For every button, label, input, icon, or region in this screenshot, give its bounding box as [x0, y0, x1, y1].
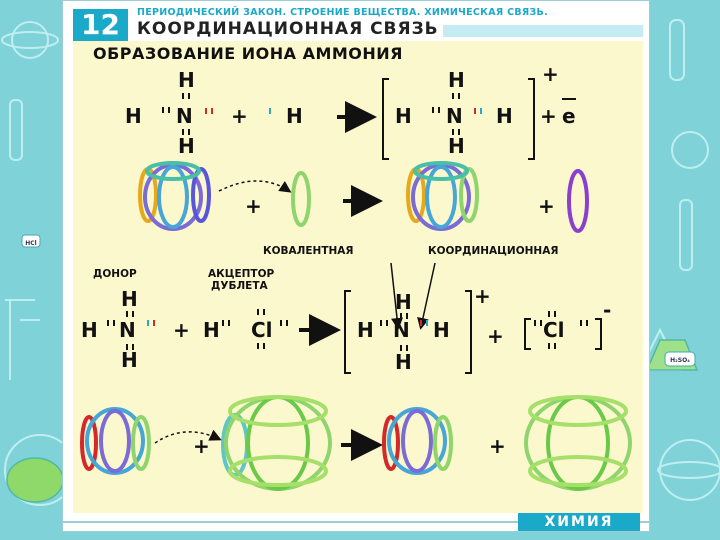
charge-minus: - [603, 298, 611, 322]
atom-n: N [393, 318, 410, 342]
transfer-arrow [154, 429, 222, 444]
atom-h: H [203, 318, 220, 342]
atom-cl: Cl [251, 318, 273, 342]
content-panel: ОБРАЗОВАНИЕ ИОНА АММОНИЯ H H N H + H H H… [73, 41, 643, 513]
atom-h: H [125, 104, 142, 128]
charge-plus: + [474, 284, 491, 308]
atom-n: N [176, 104, 193, 128]
page-title: КООРДИНАЦИОННАЯ СВЯЗЬ [137, 19, 439, 39]
ion-brackets [344, 290, 472, 374]
slide: 12 ПЕРИОДИЧЕСКИЙ ЗАКОН. СТРОЕНИЕ ВЕЩЕСТВ… [62, 0, 650, 532]
atom-h: H [178, 68, 195, 92]
acceptor-label-line1: АКЦЕПТОР [208, 268, 275, 280]
atom-h: H [121, 287, 138, 311]
coordinate-label: КООРДИНАЦИОННАЯ [428, 245, 559, 257]
electron-pair-arrows [107, 309, 588, 351]
atom-h: H [286, 104, 303, 128]
atom-cl: Cl [543, 318, 565, 342]
orbital-row-2 [80, 395, 632, 491]
atom-h: H [121, 348, 138, 372]
section-title: ОБРАЗОВАНИЕ ИОНА АММОНИЯ [93, 44, 403, 63]
side-formula: HCl [25, 240, 36, 247]
side-formula-bottom: H₂SO₄ [670, 357, 690, 364]
plus-sign: + [489, 434, 506, 458]
acceptor-label-line2: ДУБЛЕТА [211, 280, 268, 292]
plus-sign: + [173, 318, 190, 342]
atom-h: H [395, 104, 412, 128]
atom-h: H [178, 134, 195, 158]
equation-row-1: H H N H + H H H N H H + + e [125, 62, 576, 158]
ion-brackets [382, 78, 535, 160]
electron-symbol: e [562, 104, 576, 128]
equation-row-3: H H N H + H Cl H H N H H + + Cl - [81, 284, 611, 374]
covalent-pointer [390, 262, 403, 330]
header-bar [443, 25, 643, 37]
covalent-label: КОВАЛЕНТНАЯ [263, 245, 354, 257]
chloride-brackets [524, 318, 602, 350]
header-subtitle: ПЕРИОДИЧЕСКИЙ ЗАКОН. СТРОЕНИЕ ВЕЩЕСТВА. … [137, 7, 549, 18]
orbital-row-1 [138, 161, 589, 233]
donor-label: ДОНОР [93, 268, 137, 280]
atom-n: N [119, 318, 136, 342]
footer-subject: ХИМИЯ [518, 513, 640, 531]
atom-h: H [395, 350, 412, 374]
atom-h: H [496, 104, 513, 128]
atom-h: H [81, 318, 98, 342]
charge-plus: + [542, 62, 559, 86]
plus-sign: + [538, 194, 555, 218]
plus-sign: + [193, 434, 210, 458]
plus-sign: + [231, 104, 248, 128]
plus-sign: + [540, 104, 557, 128]
atom-h: H [357, 318, 374, 342]
atom-h: H [395, 290, 412, 314]
plus-sign: + [487, 324, 504, 348]
atom-h: H [433, 318, 450, 342]
ammonium-diagram: H H N H + H H H N H H + + e [80, 62, 632, 491]
atom-h: H [448, 68, 465, 92]
plus-sign: + [245, 194, 262, 218]
electron-pair-arrows [162, 93, 482, 135]
atom-n: N [446, 104, 463, 128]
lesson-number: 12 [73, 9, 128, 41]
footer-divider [63, 521, 649, 523]
atom-h: H [448, 134, 465, 158]
coordinate-pointer [417, 262, 436, 330]
transfer-arrow [218, 180, 292, 193]
